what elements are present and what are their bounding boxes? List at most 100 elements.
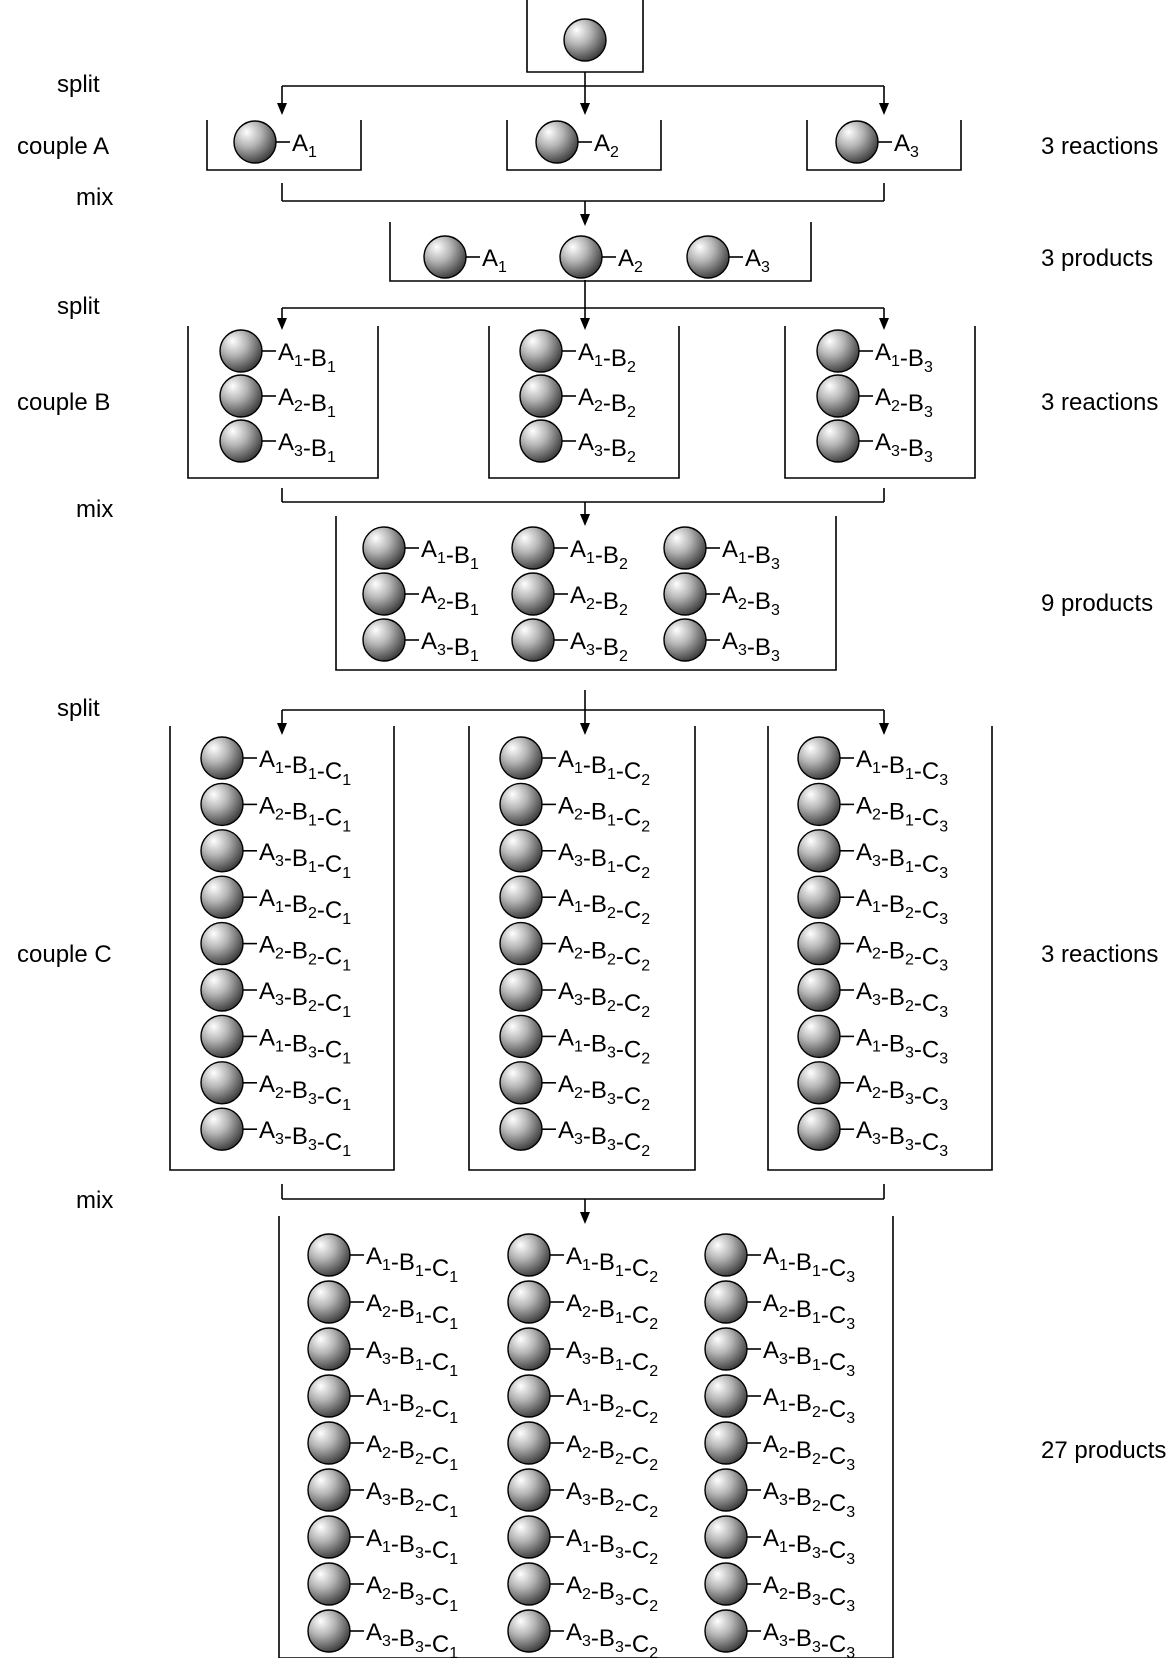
product-label-c-mixed-2-1: A1-B1-C2 [566,1243,658,1286]
step-label-split-3: split [57,695,100,722]
vessel-couple-c-1 [169,726,395,1171]
resin-bead-icon [797,1107,841,1151]
product-label-a-mixed-3-1: A3 [745,245,770,276]
resin-bead-icon [511,572,555,616]
resin-bead-icon [499,875,543,919]
resin-bead-icon [704,1609,748,1653]
split-arrow-1-2 [580,103,590,115]
resin-bead-icon [559,235,603,279]
split-arrow-3-3 [879,723,889,735]
product-label-c-mixed-3-4: A1-B2-C3 [763,1384,855,1427]
resin-bead-icon [362,572,406,616]
product-label-c-2-5: A2-B2-C2 [558,932,650,975]
product-label-c-2-2: A2-B1-C2 [558,792,650,835]
product-label-c-mixed-1-6: A3-B2-C1 [366,1478,458,1521]
resin-bead-icon [307,1233,351,1277]
resin-bead-icon [307,1421,351,1465]
product-label-b-2-3: A3-B2 [578,429,636,466]
vessel-couple-a-3 [806,120,962,171]
resin-bead-icon [499,1061,543,1105]
product-label-a-3-1: A3 [894,130,919,161]
resin-bead-icon [797,875,841,919]
resin-bead-icon [704,1233,748,1277]
product-label-b-mixed-2-2: A2-B2 [570,582,628,619]
split-arrow-2-1 [277,318,287,330]
resin-bead-icon [797,968,841,1012]
product-label-c-mixed-3-6: A3-B2-C3 [763,1478,855,1521]
resin-bead-icon [704,1374,748,1418]
product-label-c-mixed-3-1: A1-B1-C3 [763,1243,855,1286]
product-label-c-mixed-1-4: A1-B2-C1 [366,1384,458,1427]
resin-bead-icon [797,921,841,966]
resin-bead-icon [307,1280,351,1324]
product-label-b-1-2: A2-B1 [278,384,336,421]
product-label-c-2-4: A1-B2-C2 [558,885,650,928]
step-label-mix-2: mix [76,496,113,523]
product-label-b-1-1: A1-B1 [278,339,336,376]
vessel-mix-3 [278,1216,894,1658]
resin-bead-icon [797,1014,841,1059]
resin-bead-icon [797,1061,841,1105]
product-label-b-3-3: A3-B3 [875,429,933,466]
resin-bead-icon [362,526,406,570]
resin-bead-icon [200,1014,244,1059]
product-label-c-mixed-3-2: A2-B1-C3 [763,1290,855,1333]
resin-bead-icon [519,419,563,463]
resin-bead-icon [499,968,543,1012]
resin-bead-icon [200,829,244,873]
resin-bead-icon [686,235,730,279]
product-label-b-1-3: A3-B1 [278,429,336,466]
resin-bead-icon [200,1061,244,1105]
product-label-c-2-7: A1-B3-C2 [558,1024,650,1067]
resin-bead-icon [200,921,244,966]
resin-bead-icon [499,829,543,873]
product-label-c-3-3: A3-B1-C3 [856,839,948,882]
resin-bead-icon [535,120,579,164]
resin-bead-icon [362,618,406,662]
product-label-c-1-1: A1-B1-C1 [259,746,351,789]
product-label-c-mixed-2-9: A3-B3-C2 [566,1619,658,1658]
product-label-b-mixed-3-1: A1-B3 [722,536,780,573]
product-label-c-1-4: A1-B2-C1 [259,885,351,928]
product-label-c-mixed-1-7: A1-B3-C1 [366,1525,458,1568]
resin-bead-icon [507,1327,551,1371]
split-arrow-1-3 [879,103,889,115]
resin-bead-icon [704,1468,748,1512]
vessel-mix-1 [389,222,812,282]
product-label-c-mixed-2-5: A2-B2-C2 [566,1431,658,1474]
resin-bead-icon [219,419,263,463]
split-arrow-2-3 [879,318,889,330]
resin-bead-icon [704,1515,748,1559]
split-arrow-3-2 [580,723,590,735]
resin-bead-icon [519,374,563,418]
product-label-c-2-8: A2-B3-C2 [558,1071,650,1114]
product-label-b-mixed-3-2: A2-B3 [722,582,780,619]
resin-bead-icon [663,618,707,662]
product-label-c-1-6: A3-B2-C1 [259,978,351,1021]
product-label-a-mixed-1-1: A1 [482,245,507,276]
step-label-mix-1: mix [76,184,113,211]
product-label-c-1-7: A1-B3-C1 [259,1024,351,1067]
product-label-c-2-9: A3-B3-C2 [558,1117,650,1160]
resin-bead-icon [423,235,467,279]
resin-bead-icon [835,120,879,164]
product-label-c-2-3: A3-B1-C2 [558,839,650,882]
count-couple-a: 3 reactions [1041,133,1158,160]
resin-bead-icon [816,419,860,463]
reaction-vessels [169,120,993,1658]
resin-bead-icon [307,1468,351,1512]
resin-bead-icon [816,374,860,418]
product-label-c-mixed-2-8: A2-B3-C2 [566,1572,658,1615]
resin-bead-icon [511,618,555,662]
product-label-c-mixed-3-7: A1-B3-C3 [763,1525,855,1568]
resin-bead-icon [704,1421,748,1465]
product-label-c-1-8: A2-B3-C1 [259,1071,351,1114]
product-label-c-mixed-3-9: A3-B3-C3 [763,1619,855,1658]
product-label-b-mixed-1-2: A2-B1 [421,582,479,619]
resin-bead-icon [499,1014,543,1059]
resin-bead-icon [233,120,277,164]
resin-bead-icon [307,1327,351,1371]
product-label-b-3-2: A2-B3 [875,384,933,421]
vessel-couple-c-3 [767,726,993,1171]
